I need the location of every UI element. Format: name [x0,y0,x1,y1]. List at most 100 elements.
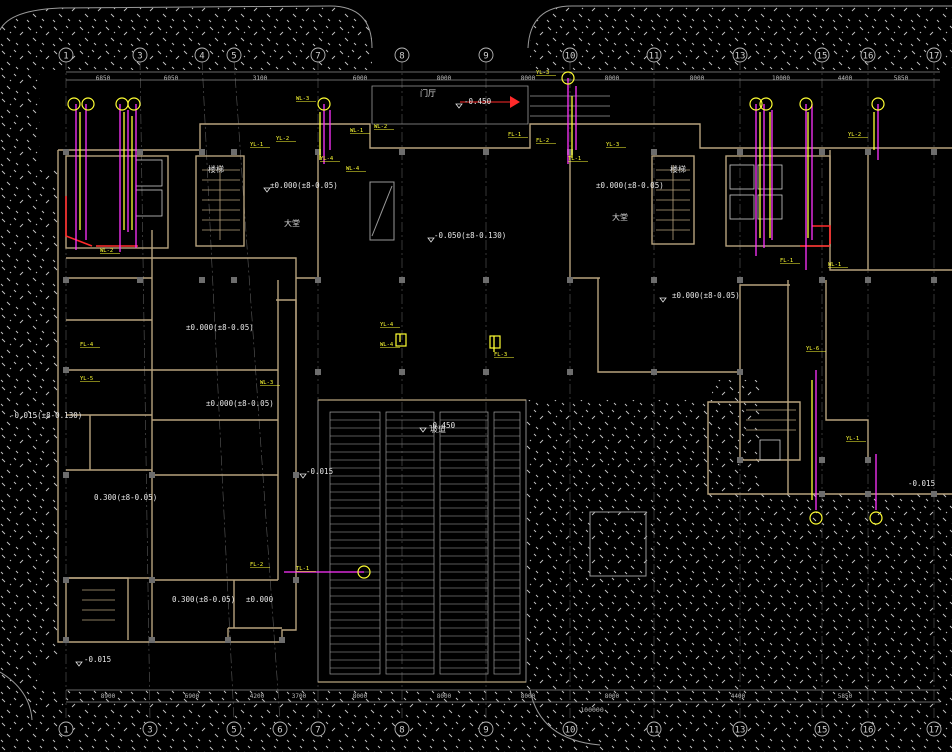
column [63,367,69,373]
level-bottom-room: 0.300(±8-0.05) [172,595,235,604]
axis-bubble [814,47,830,63]
axis-bubble [860,721,876,737]
axis-label: 9 [483,52,488,62]
axis-bubble [732,721,748,737]
pipe-tag: YL-2 [848,132,861,138]
column [819,277,825,283]
pipe-tag: TL-1 [568,156,581,162]
level-hall-left: ±0.000(±8-0.05) [270,181,338,190]
column [737,149,743,155]
pipe-tag: YL-3 [606,142,619,148]
column [865,457,871,463]
column [315,149,321,155]
axis-bubble [646,47,662,63]
dimension-value: 8000 [437,693,452,700]
axis-line [233,59,281,721]
dimension-value: 6850 [96,75,111,82]
structural-columns [63,149,937,643]
level-ramp-mid: -0.450 [428,421,456,430]
column [225,637,231,643]
axis-bubble [478,721,494,737]
column [231,277,237,283]
axis-bubble [394,721,410,737]
entrance-arrow [460,96,520,108]
level-left-edge: -0.015(±8-0.130) [10,411,82,420]
pipe-tag: YL-6 [806,346,819,352]
axis-label: 8 [399,52,404,62]
level-left-room1: ±0.000(±8-0.05) [186,323,254,332]
column [737,457,743,463]
level-bottom-right: -0.015 [908,479,935,488]
axis-bubble [394,47,410,63]
dimension-value: 6000 [353,75,368,82]
level-corridor: -0.015 [306,467,333,476]
dimension-value: 3700 [292,693,307,700]
pipe-tag: WL-3 [260,380,273,386]
column [651,149,657,155]
axis-label: 5 [231,52,236,62]
axis-label: 15 [817,726,828,736]
dimension-value: 8900 [101,693,116,700]
column [931,491,937,497]
column [819,457,825,463]
axis-label: 13 [735,52,746,62]
column [63,472,69,478]
label-hall-left: 大堂 [284,218,300,228]
dimension-value: 8000 [605,693,620,700]
axis-label: 16 [863,726,874,736]
level-lobby: -0.050(±8-0.130) [434,231,506,240]
riser-bubbles [67,71,885,579]
axis-bubble [310,47,326,63]
column [483,277,489,283]
axis-bubble [814,721,830,737]
pipe-tag: WL-2 [374,124,387,130]
axis-label: 7 [315,726,320,736]
column [819,149,825,155]
room-labels: 大堂 大堂 坡道 门厅 楼梯 楼梯 [208,88,686,434]
column [399,149,405,155]
landscape-hatch [0,6,952,752]
axis-label: 17 [929,726,940,736]
pipe-tag: WL-4 [346,166,360,172]
column [483,369,489,375]
column [567,149,573,155]
label-stair-a: 楼梯 [208,164,224,174]
column [231,149,237,155]
axis-bubble [646,721,662,737]
column [63,149,69,155]
column [737,277,743,283]
pipe-tag: WL-3 [296,96,309,102]
top-ramp [371,85,610,125]
label-lobby: 门厅 [420,88,436,98]
axis-label: 3 [137,52,142,62]
axis-label: 6 [277,726,282,736]
dimension-value: 8000 [521,693,536,700]
plaza-void [369,181,647,577]
axis-bubble [926,721,942,737]
axis-label: 17 [929,52,940,62]
red-markup [65,196,831,247]
axis-bubble [142,721,158,737]
level-left-room3: 0.300(±8-0.05) [94,493,157,502]
column [315,369,321,375]
column [819,491,825,497]
pipe-tag: YL-1 [846,436,859,442]
axis-label: 7 [315,52,320,62]
level-ramp-top: -0.450 [464,97,492,106]
pipe-tag: FL-3 [494,352,507,358]
column [63,577,69,583]
axis-label: 10 [565,52,576,62]
dimension-value: 8000 [605,75,620,82]
axis-label: 5 [231,726,236,736]
axis-label: 1 [63,726,68,736]
column [399,369,405,375]
axis-label: 9 [483,726,488,736]
column [63,277,69,283]
column [199,149,205,155]
pipe-tag: YL-5 [80,376,93,382]
pipe-tag: WL-4 [380,342,394,348]
level-triangles [75,103,667,667]
